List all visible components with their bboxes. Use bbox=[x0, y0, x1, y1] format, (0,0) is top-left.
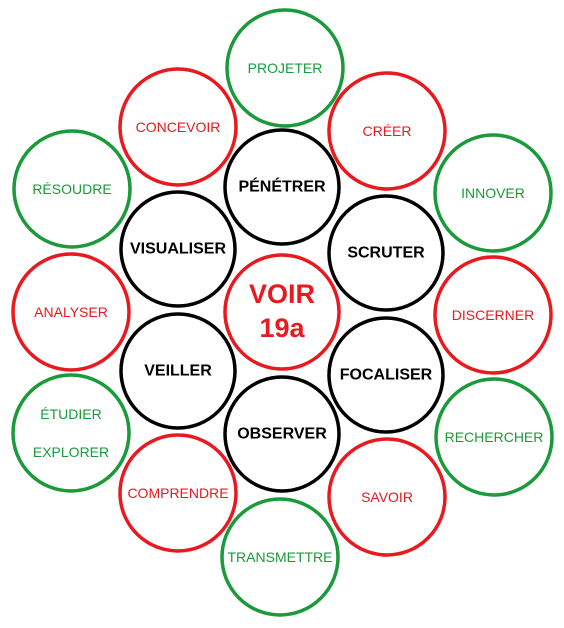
outer-label-projeter: PROJETER bbox=[248, 60, 323, 76]
middle-label-comprendre: COMPRENDRE bbox=[127, 485, 228, 501]
outer-circle-resoudre bbox=[12, 129, 132, 249]
outer-label-etudier-explorer: ÉTUDIER bbox=[40, 406, 101, 422]
inner-label-veiller: VEILLER bbox=[144, 363, 212, 380]
outer-circle-projeter bbox=[225, 8, 345, 128]
inner-label-penetrer: PÉNÉTRER bbox=[238, 177, 326, 196]
inner-circle-veiller bbox=[119, 312, 237, 430]
middle-label-savoir: SAVOIR bbox=[361, 489, 413, 505]
outer-label-resoudre: RÉSOUDRE bbox=[32, 181, 111, 197]
middle-circle-concevoir bbox=[118, 67, 238, 187]
outer-label-innover: INNOVER bbox=[461, 185, 525, 201]
outer-circle-etudier-explorer bbox=[11, 373, 131, 493]
middle-label-analyser: ANALYSER bbox=[34, 304, 108, 320]
inner-circle-scruter bbox=[327, 194, 445, 312]
middle-circle-comprendre bbox=[118, 433, 238, 553]
center-circle bbox=[223, 253, 341, 371]
middle-circle-discerner bbox=[433, 255, 553, 375]
outer-circle-innover bbox=[433, 133, 553, 253]
outer-label-rechercher: RECHERCHER bbox=[445, 429, 544, 445]
middle-label-concevoir: CONCEVOIR bbox=[136, 119, 221, 135]
outer-circle-rechercher bbox=[434, 377, 554, 497]
inner-label-observer: OBSERVER bbox=[237, 426, 327, 443]
middle-circle-analyser bbox=[11, 252, 131, 372]
inner-circle-observer bbox=[223, 375, 341, 493]
middle-circle-creer bbox=[327, 71, 447, 191]
inner-label-visualiser: VISUALISER bbox=[130, 241, 226, 258]
outer-label2-etudier-explorer: EXPLORER bbox=[33, 444, 109, 460]
middle-label-creer: CRÉER bbox=[362, 123, 411, 139]
outer-circle-transmettre bbox=[220, 497, 340, 617]
inner-circle-penetrer bbox=[223, 128, 341, 246]
inner-circle-focaliser bbox=[327, 316, 445, 434]
inner-circle-visualiser bbox=[119, 190, 237, 308]
outer-label-transmettre: TRANSMETTRE bbox=[228, 549, 333, 565]
center-label-number: 19a bbox=[259, 313, 305, 343]
inner-label-focaliser: FOCALISER bbox=[340, 367, 433, 384]
center-label-voir: VOIR bbox=[249, 279, 315, 309]
middle-label-discerner: DISCERNER bbox=[452, 307, 534, 323]
inner-label-scruter: SCRUTER bbox=[347, 245, 425, 262]
middle-circle-savoir bbox=[327, 437, 447, 557]
